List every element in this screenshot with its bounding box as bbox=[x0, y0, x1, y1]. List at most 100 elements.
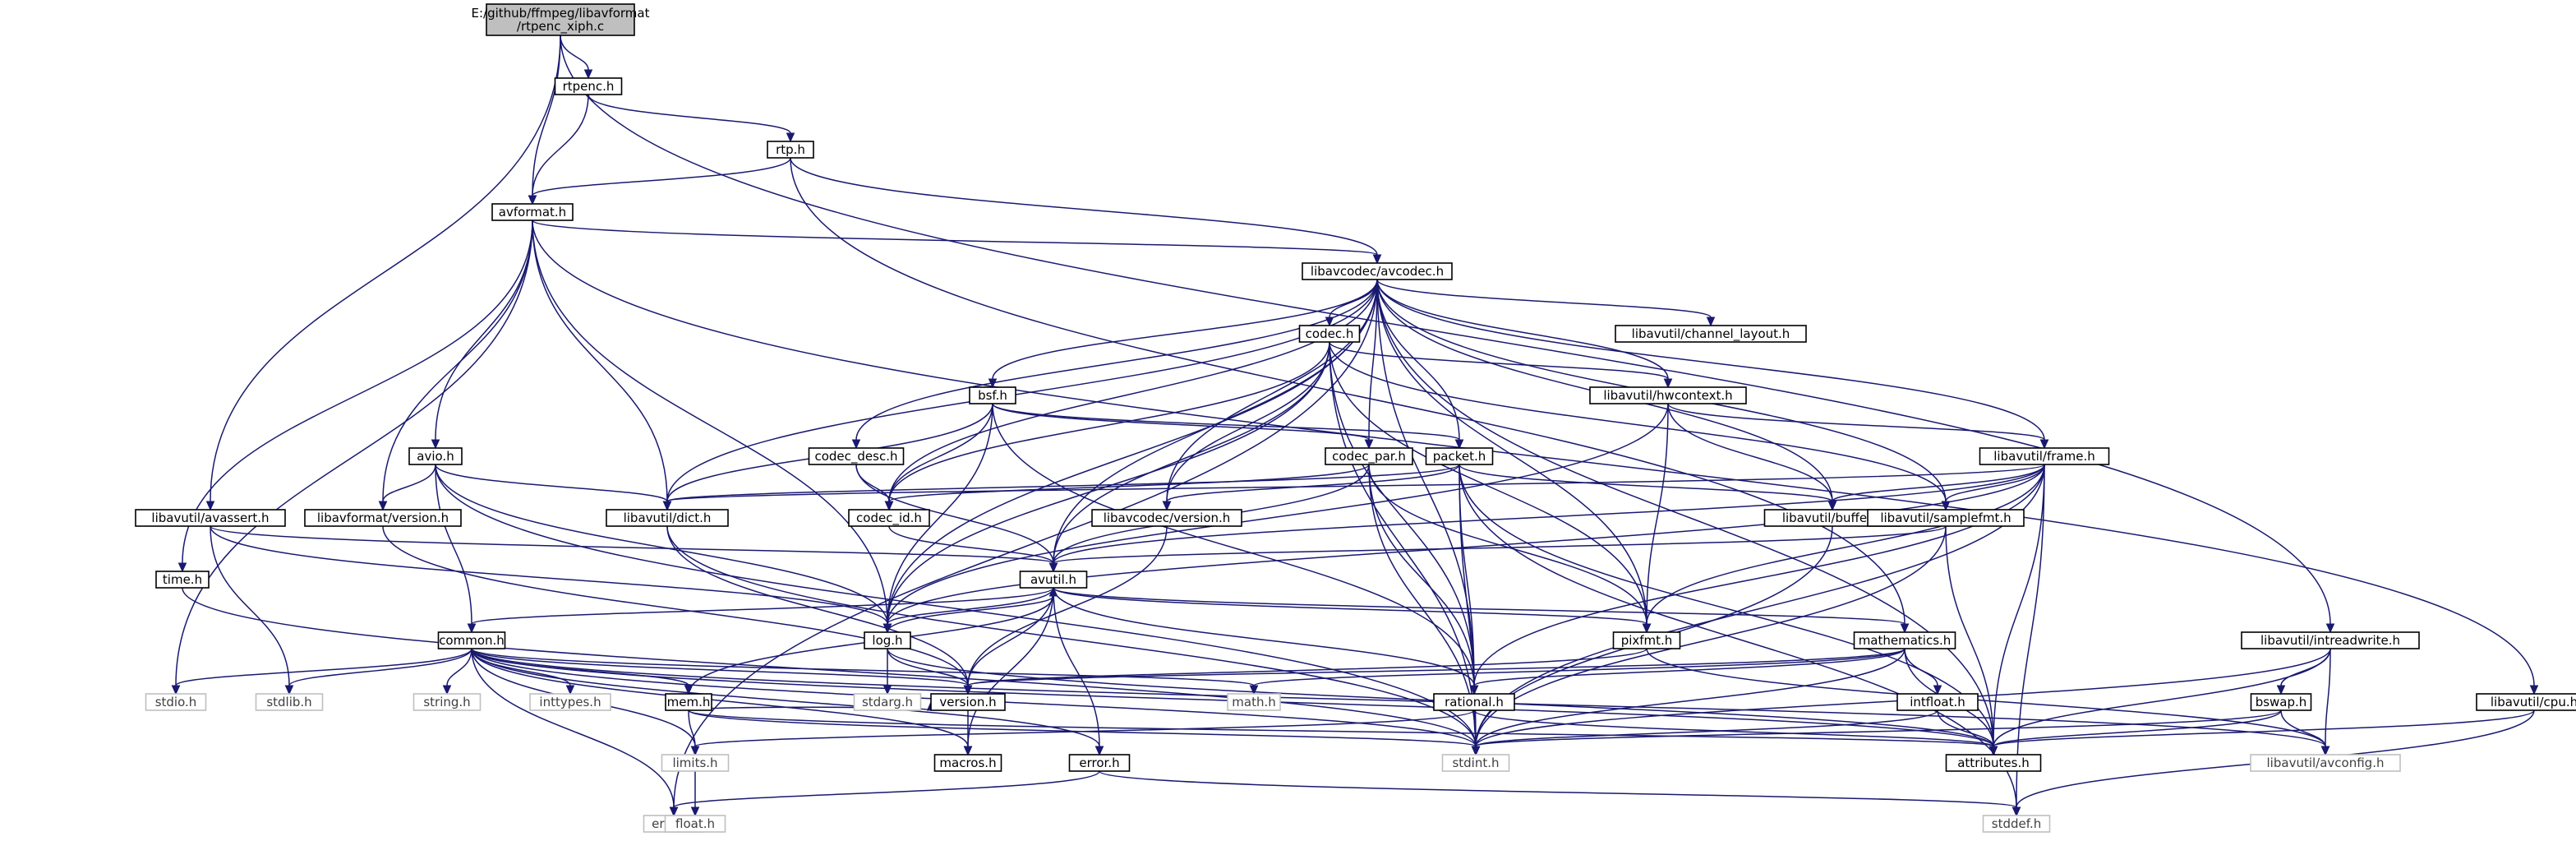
node-codec[interactable]: codec.h bbox=[1298, 325, 1361, 343]
node-avutil[interactable]: avutil.h bbox=[1019, 571, 1088, 589]
node-avio[interactable]: avio.h bbox=[408, 447, 463, 465]
edge-arrowhead bbox=[2039, 439, 2049, 450]
edge-line bbox=[210, 525, 1054, 564]
node-dict[interactable]: libavutil/dict.h bbox=[606, 509, 729, 527]
node-rtpenc[interactable]: rtpenc.h bbox=[554, 77, 623, 95]
node-log[interactable]: log.h bbox=[864, 631, 911, 649]
node-mathematics[interactable]: mathematics.h bbox=[1853, 631, 1956, 649]
node-intreadwrite[interactable]: libavutil/intreadwrite.h bbox=[2241, 631, 2420, 649]
node-macros[interactable]: macros.h bbox=[933, 754, 1002, 772]
node-codecid[interactable]: codec_id.h bbox=[848, 509, 930, 527]
node-limits[interactable]: limits.h bbox=[661, 754, 730, 772]
node-float[interactable]: float.h bbox=[664, 815, 726, 833]
node-chlayout[interactable]: libavutil/channel_layout.h bbox=[1615, 325, 1807, 343]
node-frame[interactable]: libavutil/frame.h bbox=[1979, 447, 2110, 465]
node-packet[interactable]: packet.h bbox=[1425, 447, 1494, 465]
edge-line bbox=[1945, 464, 2045, 502]
node-root[interactable]: E:/github/ffmpeg/libavformat /rtpenc_xip… bbox=[472, 3, 650, 36]
edge-frame-to-pixfmt bbox=[1642, 464, 2045, 634]
node-box bbox=[145, 693, 207, 711]
node-box bbox=[2250, 754, 2401, 772]
node-rtp[interactable]: rtp.h bbox=[767, 141, 814, 159]
edge-avformat-to-cpu bbox=[532, 219, 2539, 695]
edge-line bbox=[1646, 648, 2326, 747]
edge-avio-to-common bbox=[435, 464, 477, 634]
node-mem[interactable]: mem.h bbox=[665, 693, 712, 711]
edge-line bbox=[1993, 709, 2535, 747]
edge-avformat-to-stdio bbox=[171, 219, 533, 695]
node-bswap[interactable]: bswap.h bbox=[2250, 693, 2312, 711]
edge-line bbox=[1376, 279, 1712, 318]
edge-line bbox=[175, 219, 533, 686]
node-codecpar[interactable]: codec_par.h bbox=[1325, 447, 1413, 465]
node-label: float.h bbox=[675, 816, 715, 831]
edge-limits-to-float bbox=[690, 771, 700, 817]
node-stdlib[interactable]: stdlib.h bbox=[255, 693, 324, 711]
node-samplefmt[interactable]: libavutil/samplefmt.h bbox=[1867, 509, 2025, 527]
node-lfversion[interactable]: libavformat/version.h bbox=[304, 509, 462, 527]
node-rational[interactable]: rational.h bbox=[1433, 693, 1515, 711]
edge-line bbox=[1473, 464, 2045, 686]
node-cpu[interactable]: libavutil/cpu.h bbox=[2476, 693, 2576, 711]
nodes-layer: E:/github/ffmpeg/libavformat /rtpenc_xip… bbox=[135, 3, 2576, 833]
edge-error-to-stddef bbox=[1099, 770, 2021, 817]
node-lcversion[interactable]: libavcodec/version.h bbox=[1091, 509, 1242, 527]
node-attributes[interactable]: attributes.h bbox=[1945, 754, 2042, 772]
edge-arrowhead bbox=[1933, 685, 1942, 695]
node-box bbox=[529, 693, 611, 711]
edge-line bbox=[1329, 341, 1475, 686]
edge-arrowhead bbox=[1372, 254, 1382, 265]
node-inttypes[interactable]: inttypes.h bbox=[529, 693, 611, 711]
node-math[interactable]: math.h bbox=[1227, 693, 1281, 711]
edge-rtpenc-to-rtp bbox=[588, 94, 795, 143]
edge-avformat-to-avcodec bbox=[532, 219, 1382, 265]
edge-line bbox=[1053, 587, 1100, 747]
node-common[interactable]: common.h bbox=[437, 631, 506, 649]
edge-line bbox=[182, 219, 533, 564]
edge-arrowhead bbox=[1048, 562, 1058, 573]
node-label: version.h bbox=[939, 695, 996, 709]
node-label: libavutil/cpu.h bbox=[2491, 695, 2576, 709]
edge-line bbox=[532, 94, 589, 196]
node-avformat[interactable]: avformat.h bbox=[491, 203, 574, 221]
node-codecdesc[interactable]: codec_desc.h bbox=[808, 447, 905, 465]
node-bsf[interactable]: bsf.h bbox=[969, 386, 1016, 404]
edge-line bbox=[210, 35, 561, 502]
node-avconfig[interactable]: libavutil/avconfig.h bbox=[2250, 754, 2401, 772]
node-label: bswap.h bbox=[2256, 695, 2307, 709]
edge-mathematics-to-rational bbox=[1469, 648, 1906, 695]
node-stdio[interactable]: stdio.h bbox=[145, 693, 207, 711]
edge-arrowhead bbox=[467, 623, 477, 634]
node-intfloat[interactable]: intfloat.h bbox=[1896, 693, 1979, 711]
node-hwcontext[interactable]: libavutil/hwcontext.h bbox=[1589, 386, 1747, 404]
node-pixfmt[interactable]: pixfmt.h bbox=[1612, 631, 1681, 649]
edge-line bbox=[471, 648, 969, 747]
node-avcodec[interactable]: libavcodec/avcodec.h bbox=[1302, 262, 1453, 280]
node-label: time.h bbox=[163, 572, 202, 587]
edge-frame-to-samplefmt bbox=[1941, 464, 2045, 511]
node-box bbox=[853, 693, 922, 711]
edge-line bbox=[992, 403, 1475, 686]
node-label: pixfmt.h bbox=[1621, 633, 1673, 648]
edge-line bbox=[288, 648, 472, 686]
node-stdint[interactable]: stdint.h bbox=[1441, 754, 1510, 772]
node-version[interactable]: version.h bbox=[930, 693, 1006, 711]
edge-line bbox=[1993, 709, 2282, 747]
edge-line bbox=[992, 403, 1460, 441]
edge-arrowhead bbox=[177, 562, 187, 573]
node-string[interactable]: string.h bbox=[412, 693, 482, 711]
edge-line bbox=[1459, 464, 1833, 502]
node-box bbox=[664, 815, 726, 833]
edge-line bbox=[887, 403, 1669, 625]
node-box bbox=[255, 693, 324, 711]
edge-line bbox=[1475, 648, 1906, 747]
edge-arrowhead bbox=[378, 501, 388, 511]
node-avassert[interactable]: libavutil/avassert.h bbox=[135, 509, 286, 527]
node-time[interactable]: time.h bbox=[155, 571, 210, 589]
edge-rtp-to-avformat bbox=[528, 157, 791, 206]
node-error[interactable]: error.h bbox=[1068, 754, 1131, 772]
node-stddef[interactable]: stddef.h bbox=[1982, 815, 2051, 833]
node-stdarg[interactable]: stdarg.h bbox=[853, 693, 922, 711]
edge-avformat-to-time bbox=[177, 219, 533, 573]
